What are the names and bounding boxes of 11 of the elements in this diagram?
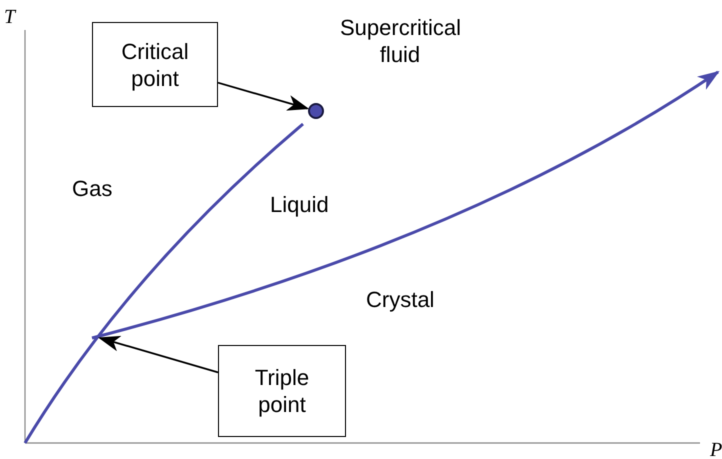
region-label: Crystal: [366, 286, 434, 313]
critical-point-marker: [308, 103, 324, 119]
region-label: Supercritical fluid: [340, 14, 460, 68]
region-label: Liquid: [270, 191, 329, 218]
callout-box: Triple point: [218, 345, 346, 437]
axis-label: P: [710, 438, 722, 459]
region-label: Gas: [72, 175, 112, 202]
callout-box: Critical point: [92, 22, 218, 107]
arrow: [98, 336, 218, 374]
arrow: [218, 82, 310, 111]
axis-label: T: [4, 5, 16, 30]
